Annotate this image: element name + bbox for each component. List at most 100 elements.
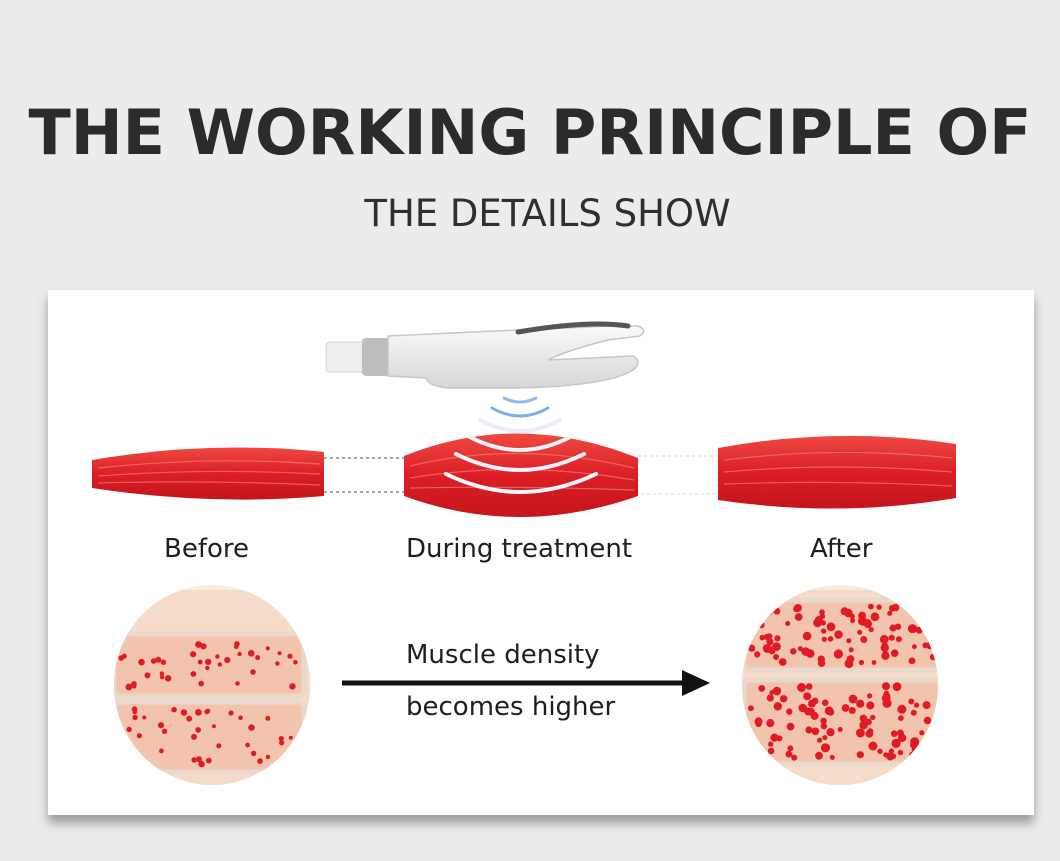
tissue-dot xyxy=(186,715,193,722)
tissue-dot xyxy=(198,760,205,768)
muscle-before-icon xyxy=(92,447,324,500)
tissue-dot xyxy=(758,685,766,692)
tissue-dot xyxy=(215,654,220,659)
page-subtitle: THE DETAILS SHOW xyxy=(364,192,731,235)
tissue-dot xyxy=(764,606,773,616)
tissue-dot xyxy=(889,624,897,632)
tissue-dot xyxy=(822,735,828,741)
tissue-dot xyxy=(909,752,915,757)
tissue-dot xyxy=(915,626,923,634)
tissue-dot xyxy=(237,651,242,657)
arrow-right-icon xyxy=(342,670,710,696)
tissue-dot xyxy=(826,728,835,737)
tissue-dot xyxy=(880,643,889,652)
tissue-dot xyxy=(250,669,256,675)
tissue-dot xyxy=(820,743,831,753)
tissue-dot xyxy=(142,715,147,720)
tissue-dot xyxy=(870,714,876,720)
tissue-dot xyxy=(906,604,915,613)
tissue-dot xyxy=(837,727,843,732)
tissue-dot xyxy=(288,735,293,740)
tissue-dot xyxy=(180,709,188,716)
tissue-dot xyxy=(790,648,797,655)
tissue-dot xyxy=(897,733,907,743)
tissue-dot xyxy=(890,730,898,737)
tissue-dot xyxy=(769,690,775,695)
tissue-dot xyxy=(817,659,826,667)
tissue-dot xyxy=(805,649,815,658)
tissue-dot xyxy=(235,681,240,686)
tissue-dot xyxy=(238,715,243,721)
connector-lines xyxy=(324,455,719,495)
tissue-dot xyxy=(289,683,296,690)
tissue-dot xyxy=(859,714,867,722)
tissue-dot xyxy=(250,750,257,757)
tissue-dot xyxy=(275,661,280,666)
tissue-dot xyxy=(887,610,893,616)
tissue-dot xyxy=(810,711,819,720)
tissue-dot xyxy=(197,659,203,665)
tissue-dot xyxy=(787,745,794,752)
tissue-dot xyxy=(196,756,202,763)
tissue-dot xyxy=(930,639,937,646)
tissue-dot xyxy=(819,609,825,615)
tissue-dot xyxy=(126,726,132,733)
tissue-dot xyxy=(929,737,936,744)
label-before: Before xyxy=(164,534,250,564)
tissue-dot xyxy=(763,604,770,611)
tissue-dot xyxy=(919,730,925,736)
tissue-dot xyxy=(191,757,197,763)
tissue-dot xyxy=(255,655,261,661)
tissue-dot xyxy=(228,710,234,716)
tissue-dot xyxy=(798,703,808,713)
tissue-dot xyxy=(774,689,780,696)
illustration-panel: Before During treatment After Muscle den… xyxy=(48,290,1034,815)
tissue-dot xyxy=(247,650,255,657)
tissue-dot xyxy=(778,658,787,666)
tissue-dot xyxy=(805,683,813,690)
tissue-dot xyxy=(159,748,164,754)
tissue-dot xyxy=(759,634,766,641)
tissue-dot xyxy=(846,638,852,644)
tissue-dot xyxy=(293,660,298,665)
tissue-dot xyxy=(157,722,165,729)
tissue-dot xyxy=(882,692,891,701)
tissue-dot xyxy=(785,750,793,758)
tissue-dot xyxy=(766,694,774,702)
tissue-after-icon xyxy=(742,585,938,785)
tissue-dot xyxy=(848,647,854,653)
tissue-dot xyxy=(786,722,795,731)
tissue-dot xyxy=(138,658,145,666)
tissue-dot xyxy=(855,728,865,738)
tissue-dot xyxy=(865,729,874,738)
tissue-dot xyxy=(882,682,890,691)
tissue-dot xyxy=(767,747,775,755)
tissue-dot xyxy=(827,636,834,642)
tissue-dot xyxy=(908,657,916,665)
tissue-dot xyxy=(791,754,798,761)
tissue-dot xyxy=(881,651,890,660)
tissue-dot xyxy=(794,613,803,621)
tissue-dot xyxy=(754,651,761,658)
tissue-dot xyxy=(888,748,895,754)
tissue-dot xyxy=(820,717,827,725)
tissue-dot xyxy=(793,604,802,612)
tissue-dot xyxy=(785,621,791,626)
tissue-dot xyxy=(849,613,855,619)
tissue-dot xyxy=(929,653,937,661)
tissue-dot xyxy=(882,698,892,708)
tissue-dot xyxy=(758,622,765,629)
tissue-dot xyxy=(891,738,901,748)
tissue-dot xyxy=(224,657,231,664)
tissue-dot xyxy=(748,705,754,712)
tissue-dot xyxy=(265,715,271,721)
tissue-dot xyxy=(160,659,167,665)
tissue-dot xyxy=(161,728,168,734)
page-title: THE WORKING PRINCIPLE OF xyxy=(28,96,1032,169)
tissue-dot xyxy=(856,699,865,708)
tissue-dot xyxy=(857,629,863,635)
tissue-dot xyxy=(233,644,239,650)
tissue-dot xyxy=(205,665,210,671)
tissue-dot xyxy=(848,694,858,704)
tissue-dot xyxy=(866,701,875,710)
